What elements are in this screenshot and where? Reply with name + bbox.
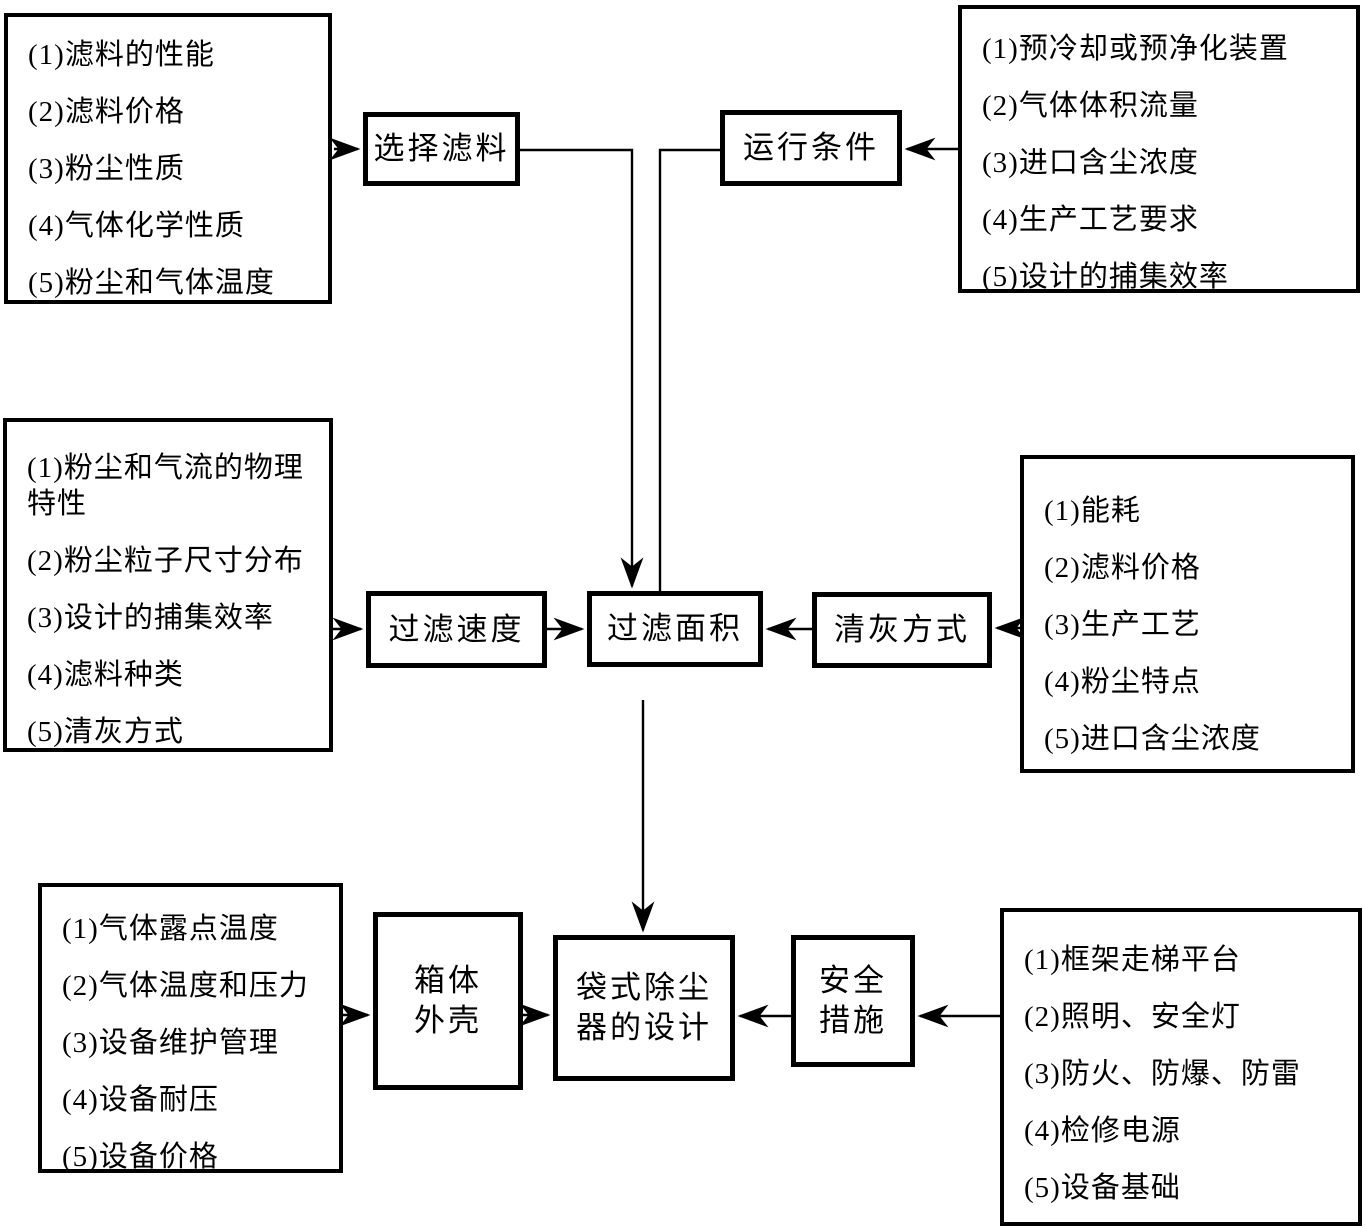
process-label: 过滤面积: [607, 611, 743, 646]
edge-operating-conditions-to-filtration-area: [658, 148, 720, 591]
list-item: (5)设备价格: [62, 1141, 219, 1173]
process-label: 清灰方式: [834, 612, 970, 647]
list-item: (1)框架走梯平台: [1024, 944, 1241, 976]
list-item: (2)滤料价格: [28, 96, 185, 128]
list-item: (4)设备耐压: [62, 1084, 219, 1116]
list-item: (1)气体露点温度: [62, 913, 279, 945]
process-label: 运行条件: [743, 130, 879, 165]
process-label: 过滤速度: [388, 611, 525, 647]
factor-list-cleaning-method: (1)能耗 (2)滤料价格 (3)生产工艺 (4)粉尘特点 (5)进口含尘浓度: [1020, 455, 1355, 773]
list-item: (5)粉尘和气体温度: [28, 267, 275, 299]
list-item: (3)进口含尘浓度: [982, 147, 1199, 179]
list-item: (3)生产工艺: [1044, 609, 1201, 641]
list-item: (3)设备维护管理: [62, 1027, 279, 1059]
list-item: (5)清灰方式: [27, 716, 184, 748]
factor-list-safety-measures: (1)框架走梯平台 (2)照明、安全灯 (3)防火、防爆、防雷 (4)检修电源 …: [1000, 908, 1362, 1226]
list-item: (4)气体化学性质: [28, 210, 245, 242]
process-casing-shell: 箱体 外壳: [373, 912, 523, 1090]
process-label: 选择滤料: [373, 131, 510, 166]
list-item: (4)滤料种类: [27, 659, 184, 691]
list-item: (1)能耗: [1044, 495, 1141, 527]
list-item: (2)气体体积流量: [982, 90, 1199, 122]
list-item: (5)进口含尘浓度: [1044, 723, 1261, 755]
list-item: (3)粉尘性质: [28, 153, 185, 185]
list-item: (2)粉尘粒子尺寸分布: [27, 545, 304, 577]
list-item: (4)检修电源: [1024, 1115, 1181, 1147]
process-safety-measures: 安全 措施: [791, 935, 915, 1067]
process-label: 箱体: [414, 963, 482, 998]
process-operating-conditions: 运行条件: [720, 110, 902, 186]
process-filtration-velocity: 过滤速度: [366, 591, 547, 668]
edge-select-filter-to-filtration-area: [520, 148, 644, 589]
factor-list-operating-conditions: (1)预冷却或预净化装置 (2)气体体积流量 (3)进口含尘浓度 (4)生产工艺…: [958, 5, 1360, 293]
list-item: (3)设计的捕集效率: [27, 602, 274, 634]
process-select-filter: 选择滤料: [363, 112, 520, 186]
list-item: (2)滤料价格: [1044, 552, 1201, 584]
list-item: (1)粉尘和气流的物理特性: [27, 452, 304, 520]
factor-list-filtration-velocity: (1)粉尘和气流的物理特性 (2)粉尘粒子尺寸分布 (3)设计的捕集效率 (4)…: [3, 418, 333, 752]
list-item: (1)预冷却或预净化装置: [982, 33, 1289, 65]
list-item: (2)照明、安全灯: [1024, 1001, 1241, 1033]
process-label: 安全: [819, 963, 887, 998]
list-item: (2)气体温度和压力: [62, 970, 309, 1002]
list-item: (4)生产工艺要求: [982, 204, 1199, 236]
list-item: (3)防火、防爆、防雷: [1024, 1058, 1301, 1090]
process-label: 袋式除尘: [576, 970, 712, 1005]
process-filtration-area: 过滤面积: [587, 591, 763, 667]
list-item: (5)设备基础: [1024, 1172, 1181, 1204]
factor-list-filter-selection: (1)滤料的性能 (2)滤料价格 (3)粉尘性质 (4)气体化学性质 (5)粉尘…: [4, 13, 332, 304]
process-cleaning-method: 清灰方式: [812, 592, 992, 668]
process-label: 器的设计: [576, 1010, 712, 1045]
list-item: (1)滤料的性能: [28, 39, 215, 71]
process-label: 措施: [819, 1003, 887, 1038]
list-item: (4)粉尘特点: [1044, 666, 1201, 698]
list-item: (5)设计的捕集效率: [982, 261, 1229, 293]
process-label: 外壳: [414, 1003, 482, 1038]
process-baghouse-design: 袋式除尘 器的设计: [553, 935, 735, 1081]
factor-list-casing: (1)气体露点温度 (2)气体温度和压力 (3)设备维护管理 (4)设备耐压 (…: [38, 883, 343, 1173]
